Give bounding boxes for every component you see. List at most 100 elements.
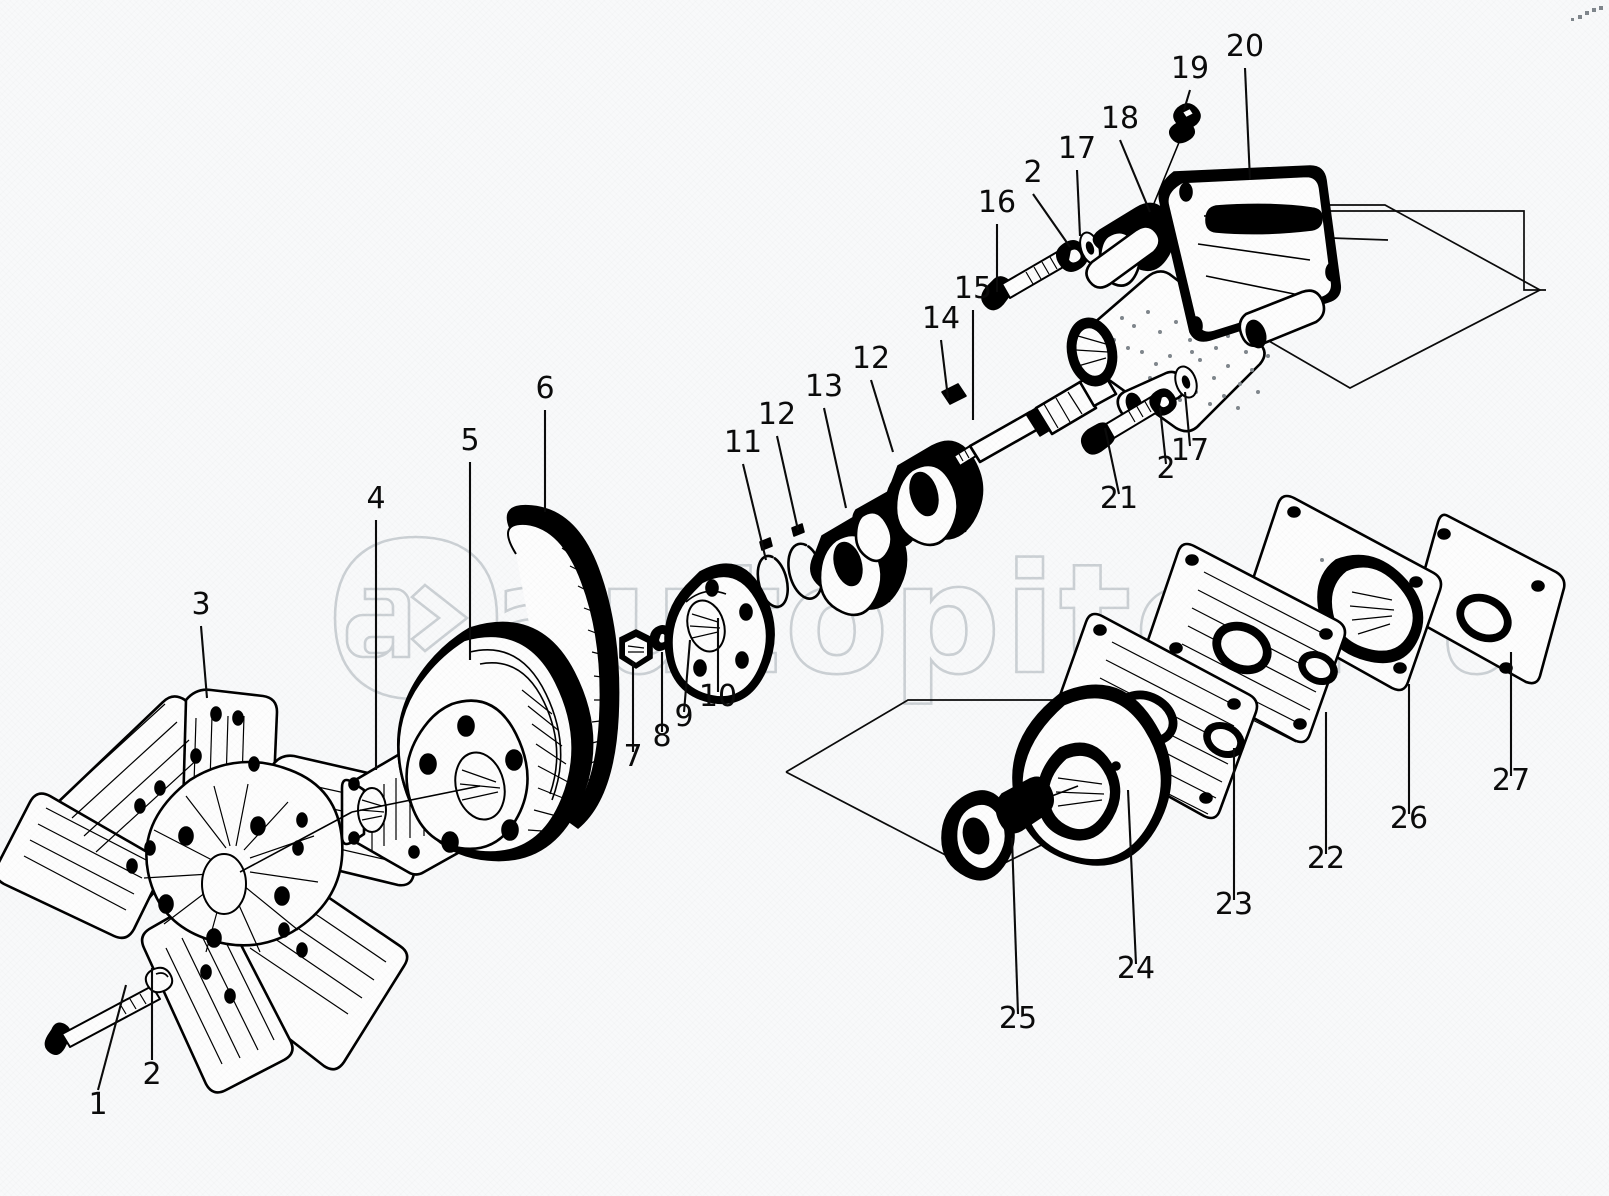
leader-line	[1075, 169, 1082, 237]
callout-fan-spacer-hub: 4	[366, 481, 386, 770]
callout-number: 17	[1058, 131, 1096, 166]
leader-line	[822, 407, 848, 509]
callout-number: 3	[191, 587, 210, 622]
callout-number: 2	[1023, 155, 1042, 190]
callout-flat-washer: 17	[1058, 131, 1096, 237]
frame-top-right	[1249, 204, 1542, 389]
callout-number: 22	[1307, 841, 1345, 876]
callout-number: 15	[954, 271, 992, 306]
leader-line	[1032, 193, 1071, 248]
callout-number: 6	[535, 371, 554, 406]
callout-shaft-nut: 7	[623, 662, 643, 774]
callout-number: 27	[1492, 763, 1530, 798]
callout-flat-washer: 17	[1171, 391, 1209, 468]
leader-line	[682, 639, 692, 713]
callout-number: 23	[1215, 887, 1253, 922]
callout-number: 8	[652, 719, 671, 754]
pulley-plate	[1009, 684, 1172, 866]
callout-exhaust-manifold: 26	[1390, 684, 1428, 836]
callout-grease-fitting: 19	[1171, 51, 1209, 111]
manifold-end-gasket	[1412, 513, 1566, 685]
leader-line	[1158, 407, 1168, 465]
callout-manifold-gasket: 22	[1307, 712, 1345, 876]
pulley	[351, 621, 594, 862]
callout-number: 1	[88, 1087, 107, 1122]
pump-bracket-body	[1066, 165, 1342, 433]
callout-pulley: 5	[460, 423, 480, 660]
callout-manifold-end-gasket: 27	[1492, 652, 1530, 798]
callout-number: 13	[805, 369, 843, 404]
callout-number: 9	[674, 699, 693, 734]
callout-v-belt: 6	[535, 371, 555, 512]
spring-washer-2c	[1149, 388, 1177, 416]
leader-line	[96, 984, 128, 1091]
leader-line	[1119, 139, 1151, 213]
leader-line	[869, 379, 895, 453]
drain-plug	[941, 776, 1054, 881]
callout-number: 18	[1101, 101, 1139, 136]
callout-number: 2	[1156, 451, 1175, 486]
shaft-nut	[619, 629, 653, 669]
callout-bearing: 12	[758, 397, 800, 531]
callout-number: 12	[758, 397, 796, 432]
callout-number: 25	[999, 1001, 1037, 1036]
leader-line	[1010, 837, 1020, 1015]
callout-cap-screw: 21	[1100, 427, 1138, 516]
callout-number: 10	[699, 679, 737, 714]
spring-washer-2b	[1056, 240, 1088, 272]
callout-bearing: 12	[852, 341, 895, 453]
callout-pump-bracket: 20	[1226, 29, 1264, 181]
callout-number: 14	[922, 301, 960, 336]
callout-cooling-fan: 3	[191, 587, 211, 699]
leader-line	[741, 463, 768, 561]
callout-drain-plug: 25	[999, 837, 1037, 1036]
callout-fan-mounting-bolt: 1	[88, 984, 128, 1122]
leader-line	[199, 625, 209, 699]
leader-line	[1103, 427, 1121, 495]
leader-line	[939, 339, 950, 399]
callout-bearing-spacer: 13	[805, 369, 848, 509]
manifold-gasket	[1143, 542, 1347, 744]
callout-woodruff-key: 14	[922, 301, 960, 399]
corner-specks	[1571, 6, 1603, 21]
callout-number: 16	[978, 185, 1016, 220]
callout-number: 12	[852, 341, 890, 376]
bearing-rear	[886, 440, 984, 547]
callout-number: 2	[142, 1057, 161, 1092]
leader-line	[1183, 391, 1192, 447]
callout-pump-housing-boss: 18	[1101, 101, 1151, 213]
leader-line	[1126, 789, 1138, 965]
callout-spring-washer: 2	[1156, 407, 1176, 486]
fan-spring-washer	[144, 966, 174, 994]
cap-screw-21	[1080, 393, 1165, 455]
leader-line	[1243, 67, 1252, 181]
callout-number: 24	[1117, 951, 1155, 986]
callout-number: 26	[1390, 801, 1428, 836]
callout-number: 11	[724, 425, 762, 460]
callout-number: 19	[1171, 51, 1209, 86]
callout-pump-impeller-hub: 10	[699, 618, 737, 714]
callout-retaining-ring: 11	[724, 425, 768, 561]
callout-spring-washer: 2	[1023, 155, 1071, 248]
callout-number: 20	[1226, 29, 1264, 64]
callout-lock-washer: 8	[652, 652, 672, 754]
callout-number: 21	[1100, 481, 1138, 516]
pump-impeller-hub	[664, 563, 775, 704]
retaining-ring-a	[756, 537, 790, 609]
callout-intake-manifold: 23	[1215, 748, 1253, 922]
callout-through-bolt: 16	[978, 185, 1016, 292]
callout-number: 4	[366, 481, 385, 516]
callout-number: 7	[623, 739, 642, 774]
callout-spring-washer: 2	[142, 968, 162, 1092]
exhaust-manifold	[1245, 494, 1443, 692]
fan-mounting-bolt	[44, 985, 161, 1056]
upper-frame-lines	[1316, 210, 1546, 291]
callout-flat-washer: 9	[674, 639, 694, 734]
woodruff-key	[941, 383, 967, 405]
leader-line	[1182, 89, 1192, 111]
callout-number: 5	[460, 423, 479, 458]
leader-line	[775, 435, 800, 531]
callout-pump-shaft: 15	[954, 271, 992, 420]
